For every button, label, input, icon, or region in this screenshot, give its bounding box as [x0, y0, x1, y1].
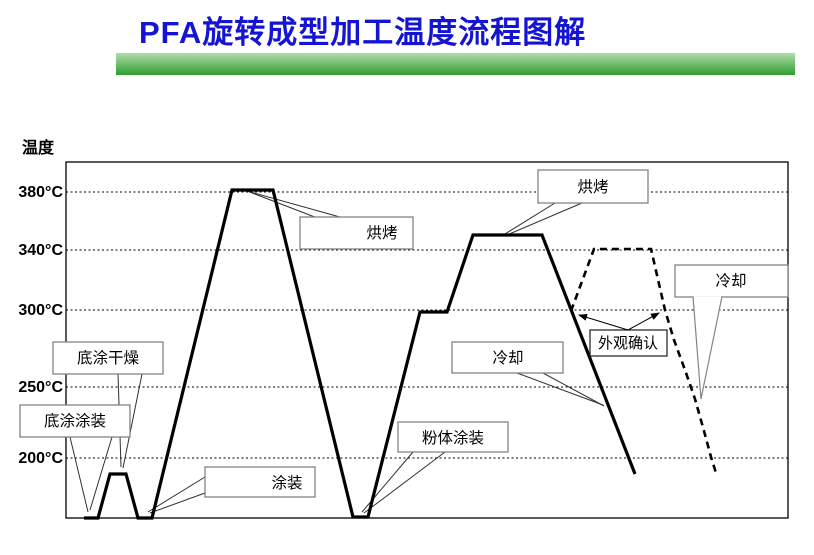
callout-leader-lines [69, 190, 605, 514]
callout-cooling-1: 冷却 [451, 341, 564, 374]
dashed-recheck-curve [569, 247, 718, 474]
y-tick-200: 200°C [18, 450, 63, 467]
callout-primer-drying: 底涂干燥 [52, 341, 164, 375]
callout-cooling-1-label: 冷却 [492, 349, 523, 367]
cooling-2-callout-tail [692, 296, 723, 400]
solid-temperature-curve [84, 188, 637, 520]
y-tick-300: 300°C [18, 302, 63, 319]
y-tick-250: 250°C [18, 379, 63, 396]
plot-border [65, 161, 789, 519]
callout-baking-1-label: 烘烤 [366, 224, 397, 242]
callout-baking-2: 烘烤 [537, 169, 649, 204]
callout-primer-drying-label: 底涂干燥 [77, 349, 140, 367]
appearance-check-arrows [578, 312, 660, 331]
appearance-check-arrow-right [627, 312, 660, 331]
callout-baking-1: 烘烤 [299, 216, 414, 250]
callout-powder-coating-label: 粉体涂装 [422, 429, 484, 447]
callout-cooling-2-label: 冷却 [715, 272, 746, 290]
title-underline-bar [116, 53, 795, 75]
callout-coating-label: 涂装 [271, 474, 302, 492]
callout-cooling-2: 冷却 [674, 264, 789, 298]
callout-primer-coating: 底涂涂装 [19, 404, 131, 438]
y-tick-340: 340°C [18, 242, 63, 259]
page-title: PFA旋转成型加工温度流程图解 [139, 15, 586, 50]
callout-coating: 涂装 [204, 466, 316, 498]
gridlines [66, 191, 788, 459]
y-tick-380: 380°C [18, 184, 63, 201]
callout-appearance-check-label: 外观确认 [598, 335, 658, 352]
callout-powder-coating: 粉体涂装 [397, 421, 509, 453]
y-axis-title: 温度 [21, 138, 55, 157]
callout-baking-2-label: 烘烤 [577, 178, 608, 196]
callout-primer-coating-label: 底涂涂装 [44, 412, 106, 430]
appearance-check-arrow-left [578, 313, 629, 331]
callout-appearance-check: 外观确认 [589, 329, 668, 357]
